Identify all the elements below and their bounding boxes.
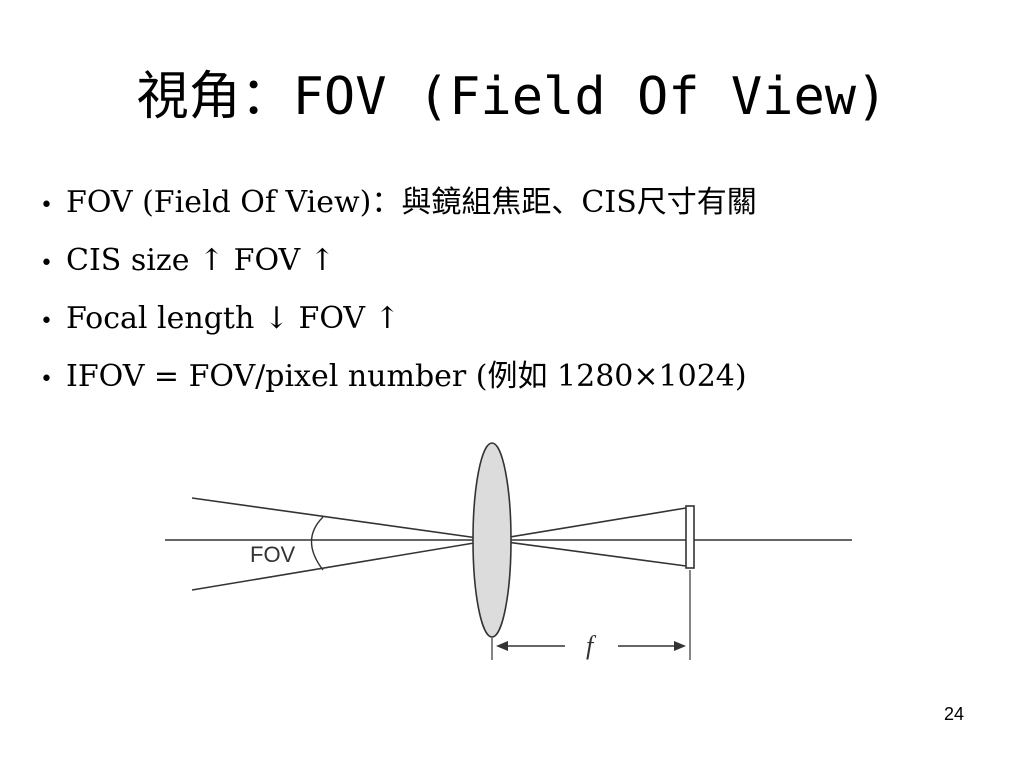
- focal-arrowhead-right: [674, 641, 686, 651]
- page-number: 24: [943, 704, 964, 724]
- bullet-item: • CIS size ↑ FOV ↑: [40, 232, 757, 290]
- focal-arrowhead-left: [496, 641, 508, 651]
- bullet-item: • IFOV = FOV/pixel number (例如 1280×1024): [40, 348, 757, 406]
- bullet-text: FOV (Field Of View)：與鏡組焦距、CIS尺寸有關: [66, 185, 757, 220]
- incoming-ray-upper: [191, 497, 493, 541]
- outgoing-ray-lower: [491, 539, 687, 567]
- image-sensor: [685, 505, 695, 569]
- bullet-text: Focal length ↓ FOV ↑: [66, 301, 400, 336]
- fov-label: FOV: [250, 542, 296, 567]
- focal-length-label: f: [586, 631, 597, 660]
- bullet-marker: •: [40, 193, 53, 218]
- bullet-list: • FOV (Field Of View)：與鏡組焦距、CIS尺寸有關 • CI…: [40, 174, 757, 406]
- lens: [472, 442, 512, 638]
- fov-lens-diagram: FOV f: [165, 442, 852, 660]
- bullet-marker: •: [40, 309, 53, 334]
- slide-title: 視角：FOV (Field Of View): [136, 67, 888, 127]
- bullet-marker: •: [40, 251, 53, 276]
- bullet-text: CIS size ↑ FOV ↑: [66, 243, 335, 278]
- bullet-item: • Focal length ↓ FOV ↑: [40, 290, 757, 348]
- bullet-marker: •: [40, 367, 53, 392]
- bullet-text: IFOV = FOV/pixel number (例如 1280×1024): [66, 359, 747, 394]
- outgoing-ray-upper: [491, 507, 687, 541]
- fov-angle-arc: [310, 516, 324, 571]
- bullet-item: • FOV (Field Of View)：與鏡組焦距、CIS尺寸有關: [40, 174, 757, 232]
- incoming-ray-lower: [191, 539, 493, 591]
